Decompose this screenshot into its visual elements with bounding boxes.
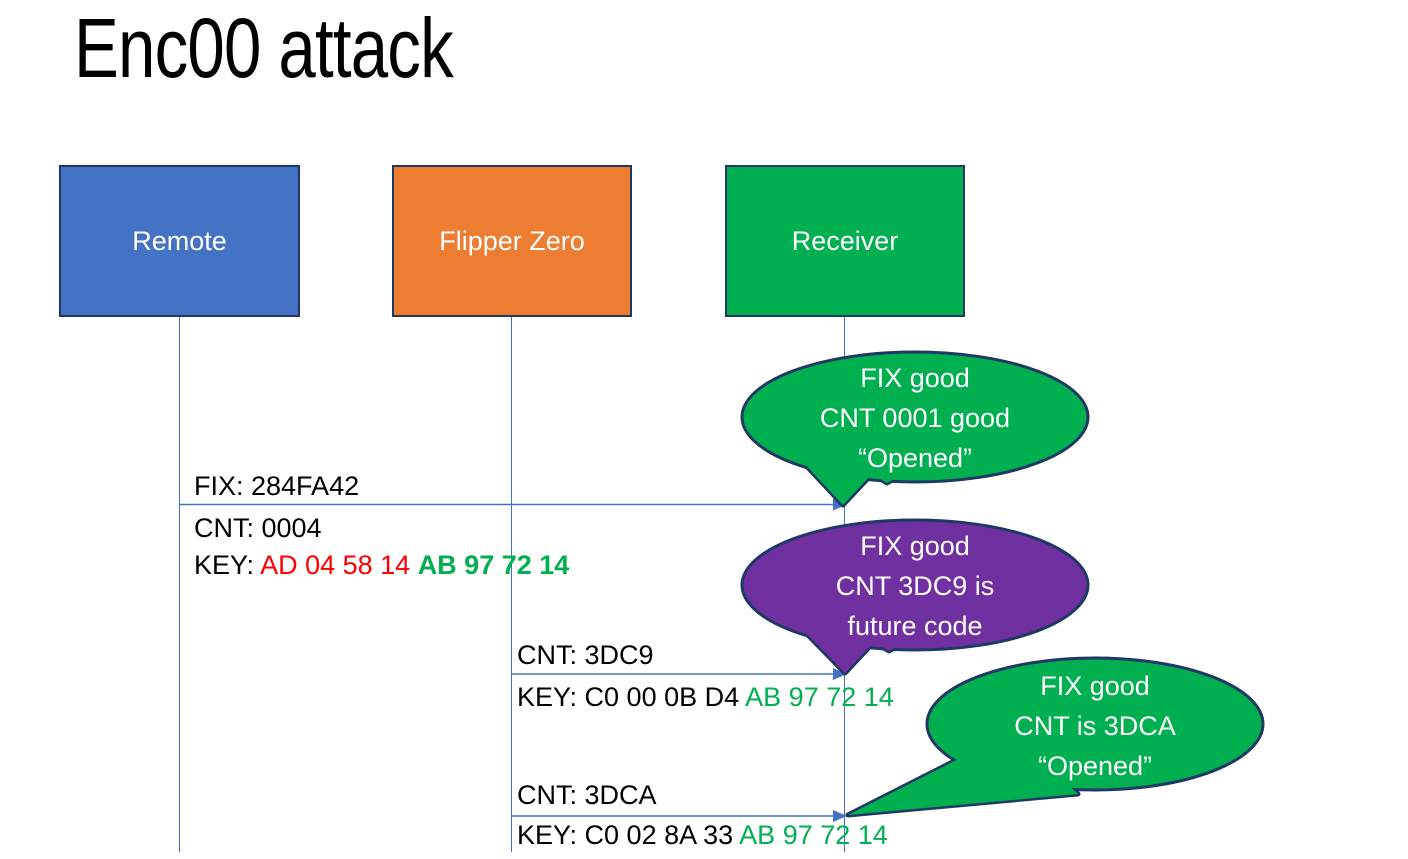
callout-3-tail-cover [848,744,1078,815]
actor-label-flipper-zero: Flipper Zero [439,225,585,256]
callout-2-line-2: CNT 3DC9 is [835,571,995,601]
callout-bubble-3 [845,656,1265,818]
message-2-key-prefix: KEY: C0 00 0B D4 [517,682,746,712]
message-1-key-prefix: KEY: [194,550,261,580]
callout-2-text: FIX good CNT 3DC9 is future code [742,526,1088,646]
message-1-key-green-segment: AB 97 72 14 [417,550,570,580]
callout-bubble-2 [740,518,1090,676]
message-3-cnt-label: CNT: 3DCA [517,780,657,810]
callout-1-line-3: “Opened” [857,443,973,473]
callout-1-text: FIX good CNT 0001 good “Opened” [742,358,1088,478]
message-3-key-label: KEY: C0 02 8A 33 AB 97 72 14 [517,820,888,850]
actor-label-receiver: Receiver [791,225,899,256]
message-arrowhead-2 [833,668,847,680]
callout-3-line-3: “Opened” [1037,751,1153,781]
message-1-key-label: KEY: AD 04 58 14 AB 97 72 14 [194,550,569,580]
message-2-cnt-label: CNT: 3DC9 [517,640,654,670]
callout-3-line-2: CNT is 3DCA [1014,711,1176,741]
actor-box-receiver: Receiver [725,165,965,317]
callout-3-line-1: FIX good [1040,671,1150,701]
callout-3-ellipse [925,656,1265,792]
callout-3-text: FIX good CNT is 3DCA “Opened” [927,666,1263,786]
callout-2-ellipse [740,518,1090,652]
callout-1-ellipse [740,350,1090,484]
message-1-cnt-label: CNT: 0004 [194,513,322,543]
actor-box-remote: Remote [59,165,300,317]
actor-label-remote: Remote [132,225,227,256]
callout-2-line-1: FIX good [860,531,970,561]
actor-box-flipper-zero: Flipper Zero [392,165,632,317]
message-2-key-label: KEY: C0 00 0B D4 AB 97 72 14 [517,682,894,712]
callout-bubble-1 [740,350,1090,508]
callout-2-tail-cover [800,627,920,673]
message-3-key-prefix: KEY: C0 02 8A 33 [517,820,740,850]
message-1-fix-label: FIX: 284FA42 [194,471,360,501]
callout-2-line-3: future code [847,611,983,641]
message-1-key-red-segment: AD 04 58 14 [260,550,418,580]
message-3-key-green-segment: AB 97 72 14 [739,820,888,850]
slide-title: Enc00 attack [74,1,454,95]
callout-1-line-1: FIX good [860,363,970,393]
message-arrowhead-3 [833,810,847,822]
callout-1-line-2: CNT 0001 good [819,403,1011,433]
callout-1-tail-cover [800,459,918,505]
message-2-key-green-segment: AB 97 72 14 [745,682,894,712]
